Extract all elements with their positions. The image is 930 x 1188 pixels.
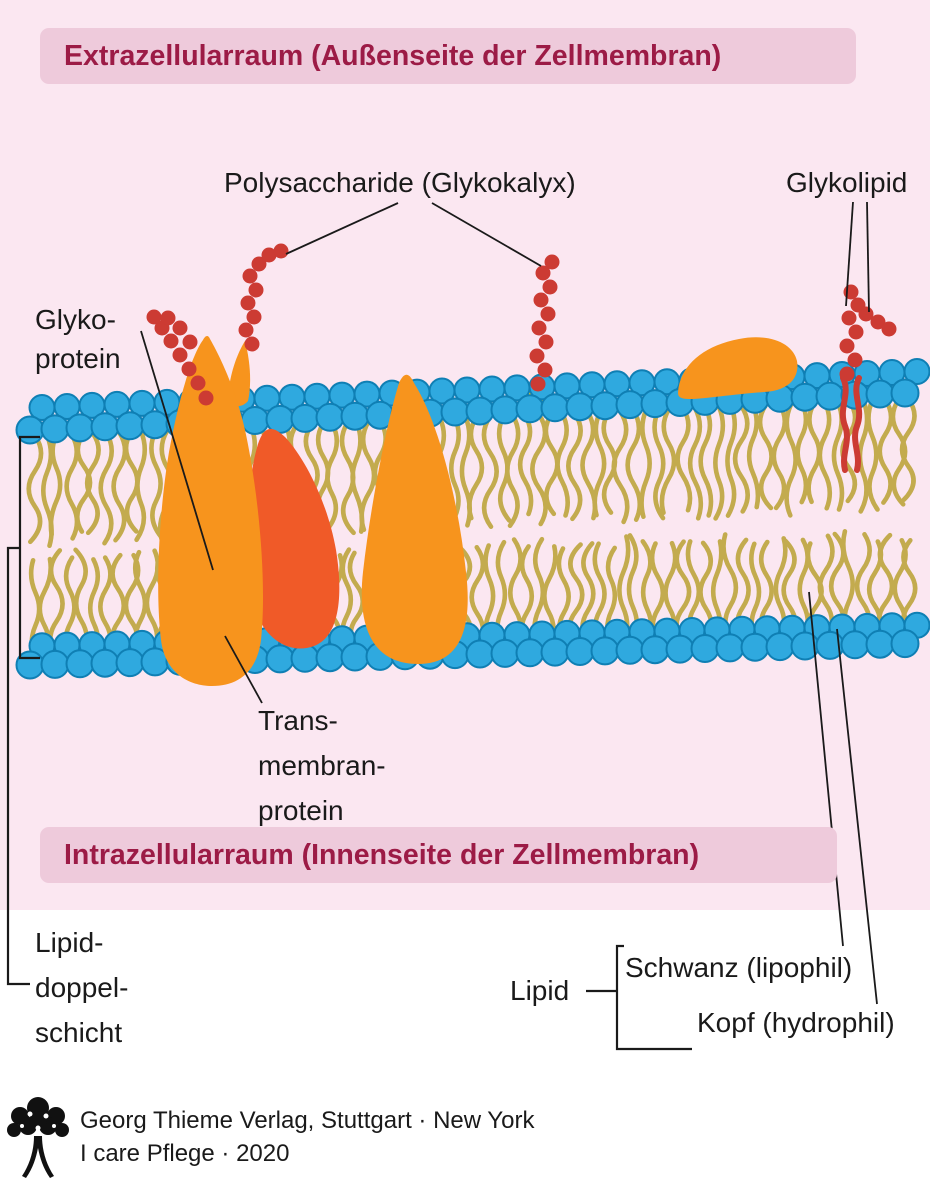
tree-logo-icon bbox=[7, 1097, 69, 1178]
transmembranprotein-label: Trans- membran- protein bbox=[258, 698, 386, 833]
extracellular-banner: Extrazellularraum (Außenseite der Zellme… bbox=[40, 28, 856, 84]
footer: Georg Thieme Verlag, Stuttgart · New Yor… bbox=[80, 1104, 534, 1170]
lipiddoppelschicht-label: Lipid- doppel- schicht bbox=[35, 920, 128, 1055]
glykoprotein-label-line1: Glyko- bbox=[35, 304, 116, 335]
lipiddoppelschicht-label-line3: schicht bbox=[35, 1017, 123, 1048]
lipiddoppelschicht-label-line1: Lipid- bbox=[35, 927, 104, 958]
kopf-label: Kopf (hydrophil) bbox=[697, 1007, 895, 1038]
publisher-line: Georg Thieme Verlag, Stuttgart · New Yor… bbox=[80, 1107, 535, 1134]
transmembranprotein-label-line3: protein bbox=[258, 795, 344, 826]
glykolipid-label: Glykolipid bbox=[786, 167, 908, 198]
edition-line: I care Pflege · 2020 bbox=[80, 1140, 290, 1167]
extracellular-banner-label: Extrazellularraum (Außenseite der Zellme… bbox=[64, 39, 722, 72]
transmembranprotein-label-line1: Trans- bbox=[258, 705, 338, 736]
polysaccharide-label: Polysaccharide (Glykokalyx) bbox=[224, 167, 576, 198]
glykoprotein-label-line2: protein bbox=[35, 343, 121, 374]
intracellular-banner-label: Intrazellularraum (Innenseite der Zellme… bbox=[64, 838, 700, 871]
lipiddoppelschicht-label-line2: doppel- bbox=[35, 972, 129, 1003]
glykoprotein-label: Glyko- protein bbox=[35, 300, 121, 378]
lipid-label: Lipid bbox=[510, 975, 570, 1006]
transmembranprotein-label-line2: membran- bbox=[258, 750, 386, 781]
intracellular-banner: Intrazellularraum (Innenseite der Zellme… bbox=[40, 827, 837, 883]
schwanz-label: Schwanz (lipophil) bbox=[625, 952, 853, 983]
